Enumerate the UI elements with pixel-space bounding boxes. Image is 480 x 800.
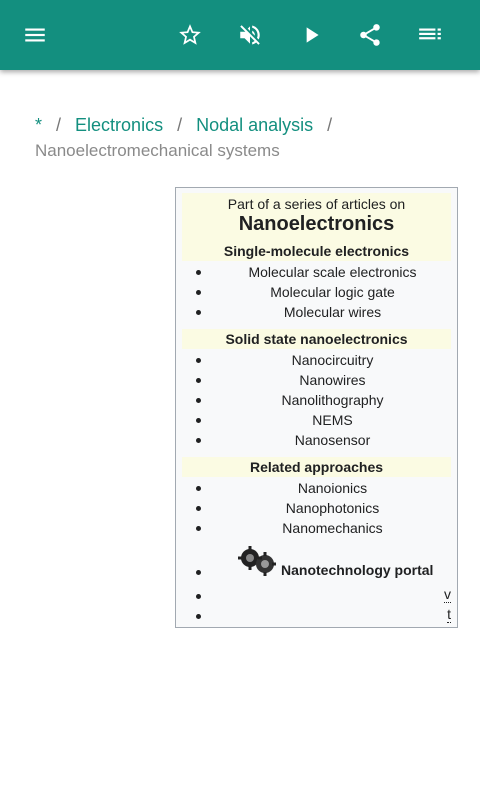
sidebar-header: Part of a series of articles on Nanoelec… [182,193,451,247]
nanoelectronics-sidebar: Part of a series of articles on Nanoelec… [175,187,458,628]
app-bar [0,0,480,70]
bullet [196,506,201,511]
list-item-label[interactable]: Molecular logic gate [270,284,395,300]
section-heading[interactable]: Single-molecule electronics [182,241,451,261]
bullet [196,526,201,531]
view-template-link[interactable]: v [444,586,451,603]
menu-icon[interactable] [17,17,53,53]
talk-template-link[interactable]: t [447,606,451,623]
breadcrumb-link-nodal-analysis[interactable]: Nodal analysis [196,115,314,135]
list-item-label[interactable]: Nanoionics [297,480,368,496]
list-item[interactable]: Nanoionics [176,478,459,498]
bullet [196,290,201,295]
play-icon[interactable] [293,17,329,53]
list-item[interactable]: Nanowires [176,370,459,390]
breadcrumb: * / Electronics / Nodal analysis / Nanoelectr… [35,112,455,164]
share-icon[interactable] [352,17,388,53]
bullet [196,378,201,383]
list-item[interactable]: Molecular wires [176,302,459,322]
list-item-label[interactable]: Nanowires [299,372,366,388]
bullet [196,486,201,491]
sidebar-above-text: Part of a series of articles on [227,196,406,212]
list-item-label[interactable]: Nanocircuitry [291,352,374,368]
list-item-label[interactable]: Nanolithography [281,392,384,408]
footer-item-t[interactable]: t [176,606,459,626]
bullet [196,570,201,575]
list-item[interactable]: Molecular scale electronics [176,262,459,282]
volume-off-icon[interactable] [232,17,268,53]
list-item-label[interactable]: NEMS [312,412,353,428]
list-item-label[interactable]: Molecular scale electronics [248,264,417,280]
bullet [196,418,201,423]
list-item[interactable]: Nanomechanics [176,518,459,538]
nanotechnology-gear-icon [238,546,276,576]
sidebar-title[interactable]: Nanoelectronics [238,213,395,235]
playlist-icon[interactable] [412,17,448,53]
star-icon[interactable] [172,17,208,53]
list-item[interactable]: Molecular logic gate [176,282,459,302]
list-item-label[interactable]: Nanomechanics [282,520,383,536]
bullet [196,398,201,403]
bullet [196,270,201,275]
bullet [196,594,201,599]
bullet [196,614,201,619]
portal-link[interactable]: Nanotechnology portal [238,546,448,580]
list-item[interactable]: Nanosensor [176,430,459,450]
section-heading[interactable]: Solid state nanoelectronics [182,329,451,349]
list-item[interactable]: Nanophotonics [176,498,459,518]
breadcrumb-separator: / [177,115,183,135]
list-item-label[interactable]: Nanosensor [294,432,371,448]
bullet [196,310,201,315]
breadcrumb-current: Nanoelectromechanical systems [35,141,280,160]
bullet [196,438,201,443]
list-item[interactable]: Nanocircuitry [176,350,459,370]
section-heading[interactable]: Related approaches [182,457,451,477]
list-item-label[interactable]: Molecular wires [283,304,382,320]
breadcrumb-root-link[interactable]: * [35,115,43,135]
footer-item-v[interactable]: v [176,586,459,606]
portal-list-item [176,562,459,582]
breadcrumb-separator: / [56,115,62,135]
portal-label[interactable]: Nanotechnology portal [281,562,434,578]
breadcrumb-separator: / [327,115,333,135]
list-item-label[interactable]: Nanophotonics [285,500,380,516]
bullet [196,358,201,363]
list-item[interactable]: NEMS [176,410,459,430]
list-item[interactable]: Nanolithography [176,390,459,410]
breadcrumb-link-electronics[interactable]: Electronics [75,115,164,135]
